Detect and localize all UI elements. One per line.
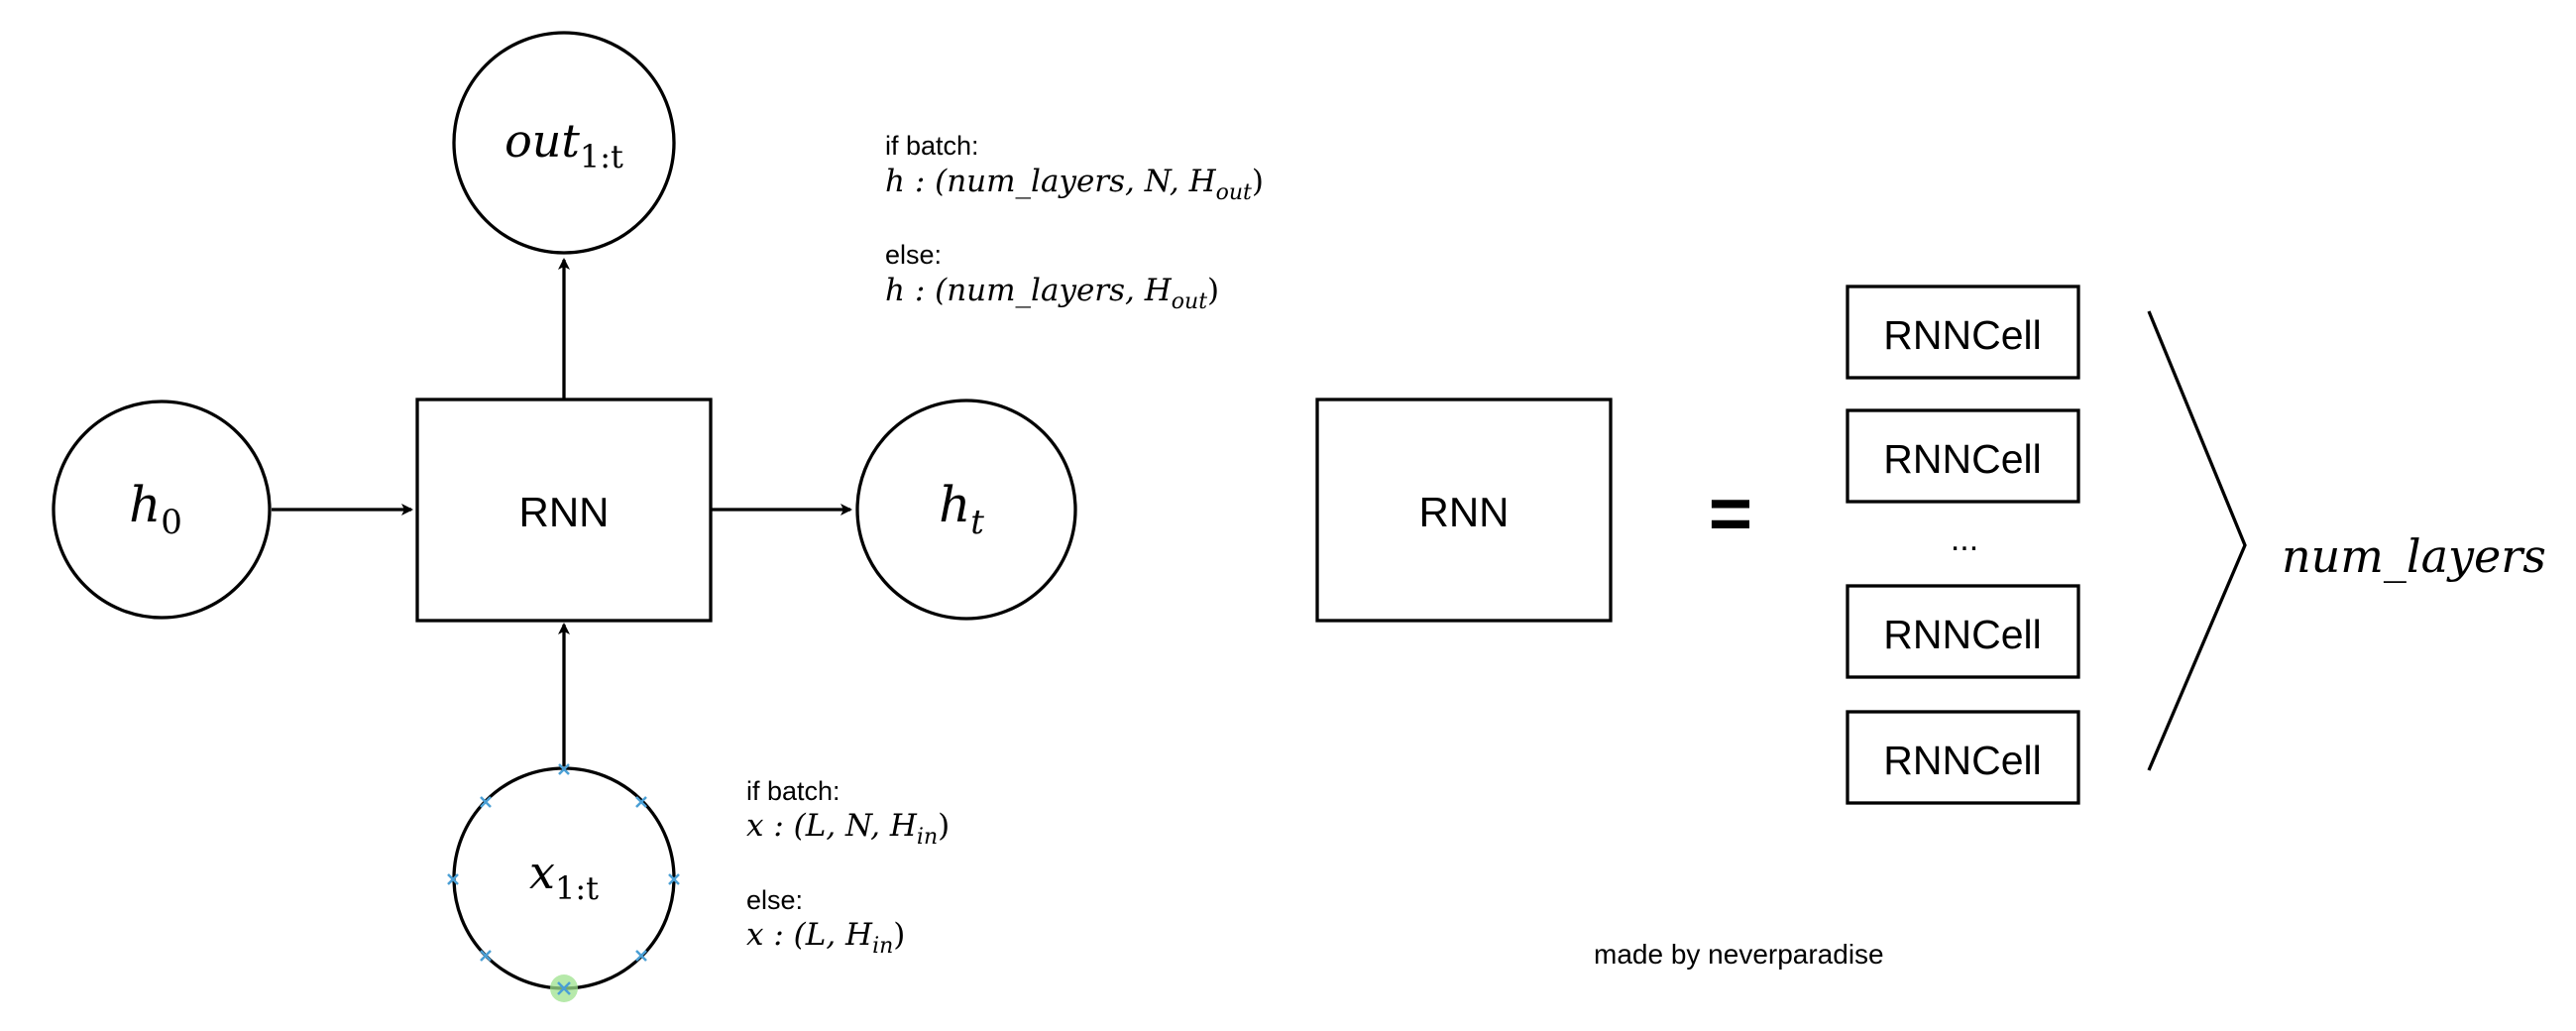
h-else-shape: h : (num_layers, Hout) <box>885 273 1219 314</box>
selection-handles[interactable] <box>447 763 680 962</box>
x-if-batch-label: if batch: <box>746 776 840 806</box>
x-base: x <box>529 846 555 899</box>
svg-text:ht: ht <box>939 476 984 542</box>
out-base: out <box>504 114 580 168</box>
x-batch-shape: x : (L, N, Hin) <box>746 808 950 850</box>
x-else-shape: x : (L, Hin) <box>746 917 905 959</box>
rnncell-box: RNNCell <box>1846 584 2080 679</box>
rnncell-label: RNNCell <box>1883 312 2041 358</box>
rnn-block-right-label: RNN <box>1419 489 1510 535</box>
rnn-block-right: RNN <box>1315 398 1613 623</box>
num-layers-label: num_layers <box>2282 529 2546 583</box>
rnncell-label: RNNCell <box>1883 436 2041 482</box>
h0-base: h <box>129 476 161 533</box>
rnn-block-left: RNN <box>415 398 713 623</box>
rnncell-box: RNNCell <box>1846 710 2080 805</box>
node-out: out1:t <box>452 31 676 255</box>
right-brace <box>2147 310 2247 771</box>
node-ht: ht <box>855 399 1077 621</box>
connection-point-cross-icon <box>557 981 571 995</box>
h-batch-shape: h : (num_layers, N, Hout) <box>885 164 1264 205</box>
node-x: x1:t <box>447 763 680 1002</box>
credit-text: made by neverparadise <box>1594 939 1884 970</box>
svg-text:out1:t: out1:t <box>504 114 623 175</box>
stack-ellipsis: ... <box>1951 520 1978 558</box>
svg-text:x1:t: x1:t <box>529 846 599 907</box>
out-subscript: 1:t <box>580 138 623 175</box>
rnncell-box: RNNCell <box>1846 408 2080 504</box>
equals-sign: = <box>1709 472 1752 556</box>
rnn-block-left-label: RNN <box>519 489 610 535</box>
x-else-label: else: <box>746 885 803 915</box>
ht-base: h <box>939 476 970 533</box>
rnncell-label: RNNCell <box>1883 738 2041 783</box>
rnncell-stack: RNNCell RNNCell ... RNNCell RNNCell <box>1846 285 2080 805</box>
rnncell-label: RNNCell <box>1883 612 2041 657</box>
x-subscript: 1:t <box>555 869 599 907</box>
h-if-batch-label: if batch: <box>885 131 979 161</box>
svg-text:h0: h0 <box>129 476 182 542</box>
rnncell-box: RNNCell <box>1846 285 2080 380</box>
x-shape-annotation: if batch: x : (L, N, Hin) else: x : (L, … <box>746 776 950 959</box>
h-else-label: else: <box>885 240 942 270</box>
ht-subscript: t <box>970 503 984 542</box>
h0-subscript: 0 <box>161 503 182 542</box>
node-h0: h0 <box>52 400 272 620</box>
h-shape-annotation: if batch: h : (num_layers, N, Hout) else… <box>885 131 1264 314</box>
